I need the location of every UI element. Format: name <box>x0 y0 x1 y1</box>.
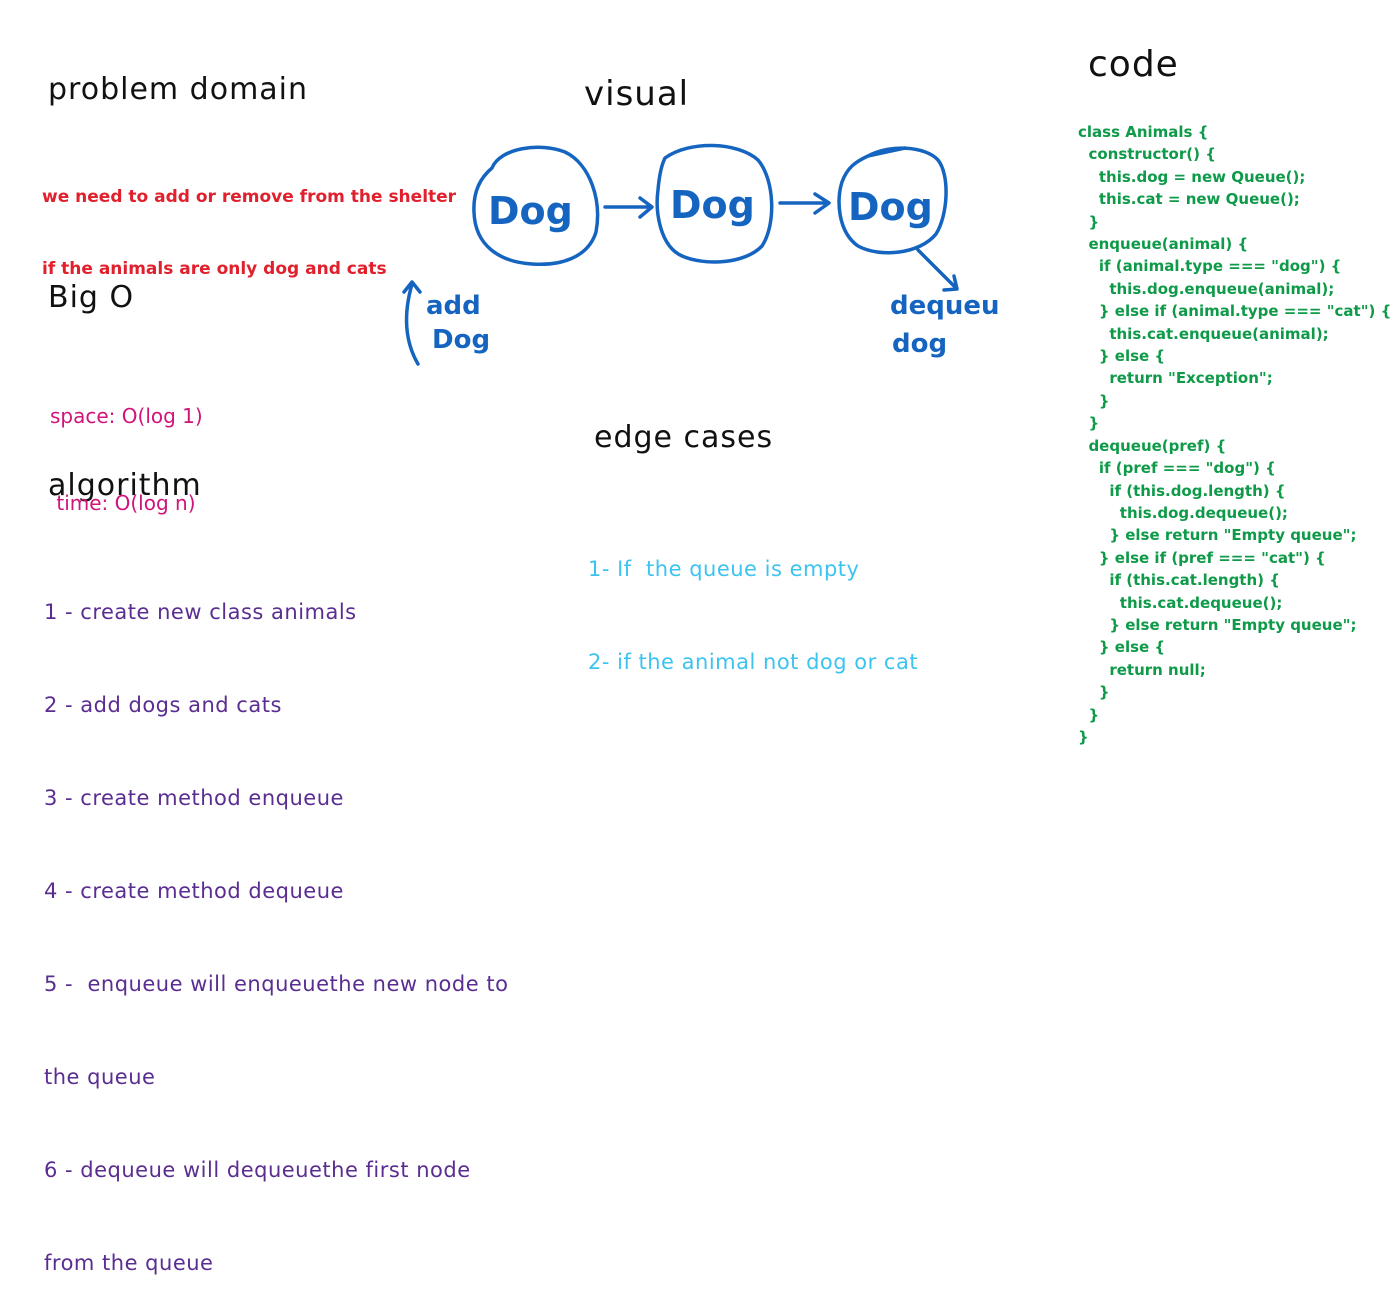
code-line: dequeue(pref) { <box>1078 436 1227 455</box>
heading-edge-cases: edge cases <box>594 420 774 455</box>
node-label-3: Dog <box>848 185 933 229</box>
time-complexity: time: O(log n) <box>50 491 196 515</box>
code-line: } else return "Empty queue"; <box>1078 615 1357 634</box>
node-circle-2 <box>655 143 774 264</box>
code-block: class Animals { constructor() { this.dog… <box>1078 121 1391 748</box>
code-line: this.cat.dequeue(); <box>1078 593 1283 612</box>
algorithm-step: 6 - dequeue will dequeuethe first node <box>44 1158 471 1182</box>
code-line: return null; <box>1078 660 1206 679</box>
space-complexity: space: O(log 1) <box>50 404 203 428</box>
algorithm-step: 1 - create new class animals <box>44 600 357 624</box>
code-line: class Animals { <box>1078 123 1209 141</box>
code-line: } <box>1078 727 1089 746</box>
algorithm-step: the queue <box>44 1065 156 1089</box>
code-line: } else if (animal.type === "cat") { <box>1078 302 1392 321</box>
code-line: } <box>1078 683 1110 702</box>
edge-case-item: 2- if the animal not dog or cat <box>588 650 919 674</box>
node-label-2: Dog <box>670 183 755 227</box>
code-line: if (pref === "dog") { <box>1078 459 1276 478</box>
code-line: if (animal.type === "dog") { <box>1078 257 1342 276</box>
code-line: } <box>1078 391 1110 410</box>
node-circle-3 <box>837 146 948 255</box>
node-label-1: Dog <box>488 189 573 233</box>
algorithm-step: 2 - add dogs and cats <box>44 693 282 717</box>
dequeue-label-line-1: dequeu <box>890 291 1000 321</box>
code-line: } <box>1078 705 1100 724</box>
heading-algorithm: algorithm <box>48 468 202 503</box>
algorithm-step: 4 - create method dequeue <box>44 879 344 903</box>
edge-case-list: 1- If the queue is empty 2- if the anima… <box>588 492 918 709</box>
code-line: } else { <box>1078 638 1166 657</box>
node-circle-1 <box>472 145 600 267</box>
big-o-values: space: O(log 1) time: O(log n) <box>50 344 203 547</box>
dequeue-arrow <box>916 248 959 292</box>
code-line: } <box>1078 212 1100 231</box>
algorithm-step: 5 - enqueue will enqueuethe new node to <box>44 972 509 996</box>
code-line: } <box>1078 414 1100 433</box>
code-line: this.dog.enqueue(animal); <box>1078 279 1335 298</box>
heading-code: code <box>1088 44 1179 85</box>
code-line: } else return "Empty queue"; <box>1078 526 1357 545</box>
add-label-line-1: add <box>426 291 481 321</box>
code-line: enqueue(animal) { <box>1078 235 1249 254</box>
code-line: this.dog = new Queue(); <box>1078 167 1306 186</box>
code-line: this.cat.enqueue(animal); <box>1078 324 1329 343</box>
code-line: if (this.dog.length) { <box>1078 481 1286 500</box>
arrow-node-1-2 <box>603 196 654 219</box>
heading-problem-domain: problem domain <box>48 72 309 107</box>
code-line: if (this.cat.length) { <box>1078 571 1280 590</box>
code-line: constructor() { <box>1078 145 1216 164</box>
add-arrow <box>402 280 422 366</box>
code-line: } else { <box>1078 347 1166 366</box>
arrow-node-2-3 <box>778 192 831 215</box>
code-line: this.dog.dequeue(); <box>1078 503 1288 522</box>
code-line: this.cat = new Queue(); <box>1078 190 1300 209</box>
code-line: } else if (pref === "cat") { <box>1078 548 1326 567</box>
heading-visual: visual <box>584 74 690 114</box>
algorithm-step: 3 - create method enqueue <box>44 786 344 810</box>
problem-description: we need to add or remove from the shelte… <box>42 137 456 305</box>
problem-line: we need to add or remove from the shelte… <box>42 187 457 207</box>
problem-line: if the animals are only dog and cats <box>42 259 387 279</box>
queue-diagram: Dog Dog Dog add Dog dequeu dog <box>402 143 1000 366</box>
heading-big-o: Big O <box>48 280 135 315</box>
add-label-line-2: Dog <box>432 325 490 355</box>
algorithm-step: from the queue <box>44 1251 214 1275</box>
dequeue-label-line-2: dog <box>892 329 947 359</box>
code-line: return "Exception"; <box>1078 369 1273 388</box>
edge-case-item: 1- If the queue is empty <box>588 557 860 581</box>
